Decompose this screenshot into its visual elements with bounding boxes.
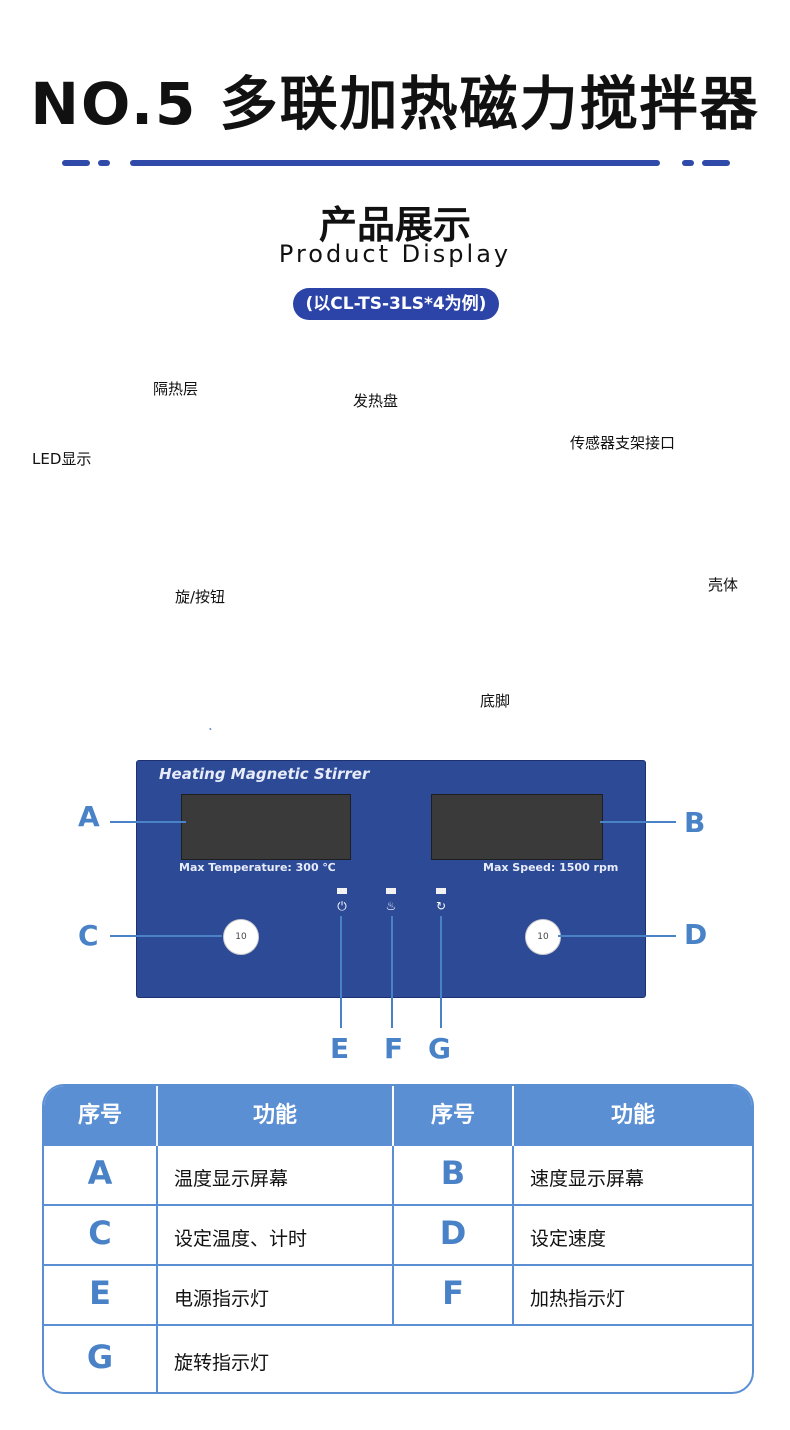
- table-cell-function: 电源指示灯: [174, 1288, 270, 1310]
- table-cell-function: 设定速度: [530, 1228, 607, 1250]
- section-title: 产品展示: [318, 203, 471, 247]
- heat-indicator: [386, 888, 396, 894]
- temperature-knob[interactable]: 10: [223, 919, 259, 955]
- power-indicator: [337, 888, 347, 894]
- leader-g: [440, 916, 442, 1028]
- table-cell-function: 速度显示屏幕: [530, 1168, 645, 1190]
- col-divider: [512, 1146, 514, 1326]
- col-divider: [156, 1146, 158, 1392]
- table-header: [44, 1086, 752, 1146]
- heat-icon: ♨: [385, 899, 397, 913]
- leader-b: [600, 821, 676, 823]
- speed-knob[interactable]: 10: [525, 919, 561, 955]
- table-cell-function: 温度显示屏幕: [174, 1168, 289, 1190]
- header-index: 序号: [77, 1103, 122, 1128]
- col-divider: [392, 1086, 394, 1146]
- table-cell-code: B: [440, 1154, 466, 1192]
- row-divider: [44, 1324, 752, 1326]
- leader-e: [340, 916, 342, 1028]
- power-icon: ⏻: [337, 899, 347, 913]
- model-badge: (以CL-TS-3LS*4为例): [293, 288, 499, 320]
- label-c: C: [78, 919, 99, 952]
- table-cell-code: G: [86, 1338, 114, 1376]
- callout-knob-button: 旋/按钮: [175, 588, 226, 606]
- label-b: B: [684, 806, 706, 839]
- divider-dash: [98, 160, 110, 166]
- rotate-icon: ↻: [435, 899, 447, 913]
- function-table: 序号 功能 序号 功能 A 温度显示屏幕 B 速度显示屏幕 C 设定温度、计时 …: [42, 1084, 754, 1394]
- rotate-indicator: [436, 888, 446, 894]
- label-f: F: [384, 1032, 404, 1065]
- table-cell-code: C: [88, 1214, 112, 1252]
- divider-dash: [702, 160, 730, 166]
- table-cell-function: 加热指示灯: [530, 1288, 626, 1310]
- label-g: G: [428, 1032, 451, 1065]
- header-function: 功能: [610, 1103, 655, 1128]
- table-cell-code: E: [89, 1274, 111, 1312]
- label-e: E: [330, 1032, 350, 1065]
- callout-housing: 壳体: [708, 576, 739, 594]
- table-cell-function: 设定温度、计时: [174, 1228, 308, 1250]
- label-a: A: [78, 800, 100, 833]
- panel-title: Heating Magnetic Stirrer: [159, 765, 370, 783]
- callout-led-display: LED显示: [32, 450, 92, 468]
- leader-c: [110, 935, 222, 937]
- speed-screen: [431, 794, 603, 860]
- leader-f: [391, 916, 393, 1028]
- row-divider: [44, 1204, 752, 1206]
- header-index: 序号: [430, 1103, 475, 1128]
- leader-d: [558, 935, 676, 937]
- control-panel: Heating Magnetic Stirrer Max Temperature…: [136, 760, 646, 998]
- max-speed-label: Max Speed: 1500 rpm: [483, 861, 619, 874]
- table-cell-code: A: [87, 1154, 113, 1192]
- col-divider: [512, 1086, 514, 1146]
- table-cell-code: F: [442, 1274, 464, 1312]
- max-temperature-label: Max Temperature: 300 ℃: [179, 861, 336, 874]
- label-d: D: [684, 918, 708, 951]
- leader-a: [110, 821, 186, 823]
- header-function: 功能: [252, 1103, 297, 1128]
- callout-heating-plate: 发热盘: [353, 392, 399, 410]
- table-cell-function: 旋转指示灯: [174, 1352, 270, 1374]
- page-title: NO.5 多联加热磁力搅拌器: [30, 70, 760, 138]
- divider-dash: [682, 160, 694, 166]
- section-subtitle: Product Display: [278, 240, 512, 268]
- callout-sensor-interface: 传感器支架接口: [570, 434, 676, 452]
- table-cell-code: D: [439, 1214, 467, 1252]
- divider-dash: [62, 160, 90, 166]
- callout-insulation: 隔热层: [153, 380, 199, 398]
- divider-line: [130, 160, 660, 166]
- callout-foot: 底脚: [480, 692, 511, 710]
- row-divider: [44, 1264, 752, 1266]
- col-divider: [392, 1146, 394, 1326]
- temperature-screen: [181, 794, 351, 860]
